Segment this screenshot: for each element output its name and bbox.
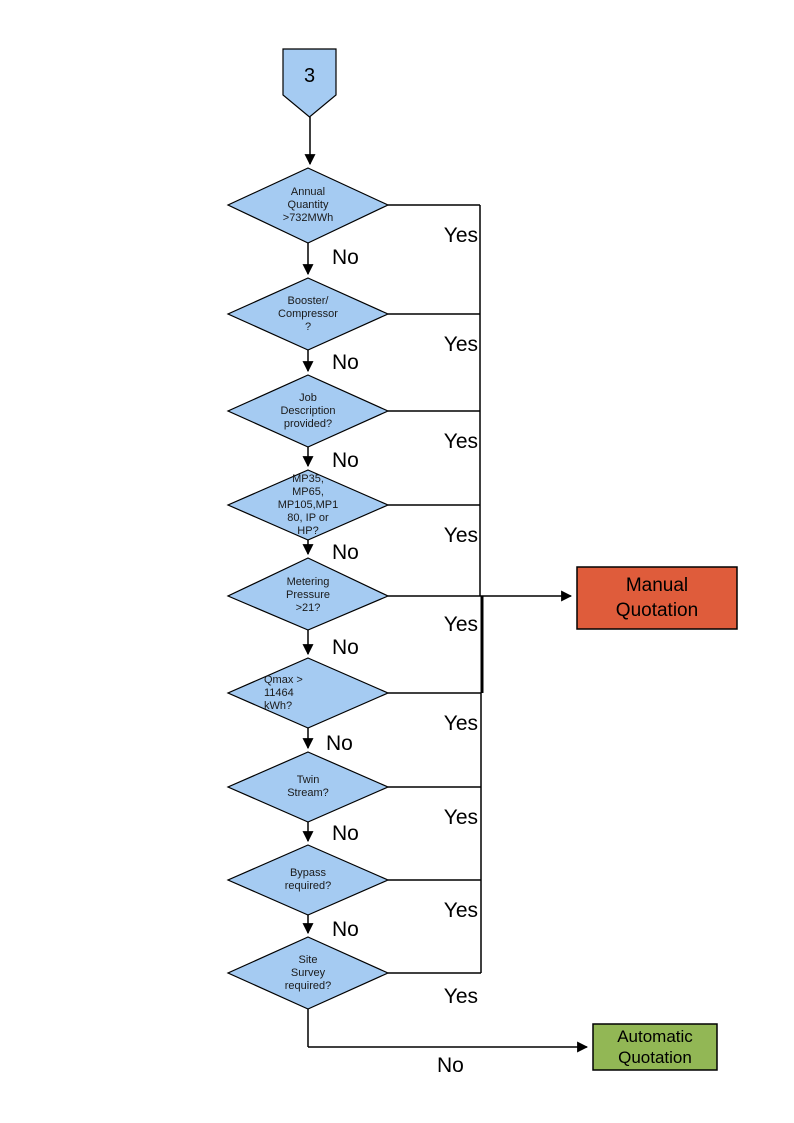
decision-twin-stream-label: Twin Stream? — [287, 774, 329, 799]
decision-qmax-label: Qmax > 11464 kWh? — [264, 674, 303, 712]
decision-metering-pressure — [226, 557, 390, 631]
decision-site-survey-label: Site Survey required? — [284, 954, 332, 992]
offpage-connector-label: 3 — [303, 65, 316, 87]
decision-annual-quantity — [226, 167, 390, 244]
no-label-site: No — [437, 1054, 464, 1077]
yes-label-job: Yes — [443, 430, 478, 453]
outcome-automatic-quotation-box — [592, 1023, 718, 1071]
decision-site-survey — [226, 936, 390, 1010]
outcome-automatic-quotation-label: Automatic Quotation — [617, 1027, 693, 1067]
yes-label-twin: Yes — [443, 806, 478, 829]
yes-label-site: Yes — [443, 985, 478, 1008]
decision-booster-compressor-label: Booster/ Compressor ? — [278, 295, 338, 333]
outcome-manual-quotation-label: Manual Quotation — [615, 575, 699, 621]
no-label-pressure-tier: No — [332, 541, 359, 564]
no-label-twin: No — [332, 822, 359, 845]
decision-job-description-label: Job Description provided? — [280, 392, 336, 430]
yes-label-qmax: Yes — [443, 712, 478, 735]
decision-booster-compressor — [226, 277, 390, 351]
connector-lines — [302, 117, 589, 1053]
decision-twin-stream — [226, 751, 390, 823]
decision-job-description — [226, 374, 390, 448]
no-label-bypass: No — [332, 918, 359, 941]
no-label-qmax: No — [326, 732, 353, 755]
outcome-manual-quotation-box — [576, 566, 738, 630]
no-label-annual: No — [332, 246, 359, 269]
yes-label-booster: Yes — [443, 333, 478, 356]
yes-label-pressure-tier: Yes — [443, 524, 478, 547]
yes-label-bypass: Yes — [443, 899, 478, 922]
decision-qmax — [226, 657, 390, 729]
offpage-connector-shape — [282, 48, 337, 118]
no-label-booster: No — [332, 351, 359, 374]
yes-label-metering: Yes — [443, 613, 478, 636]
decision-pressure-tier-label: MP35, MP65, MP105,MP1 80, IP or HP? — [277, 473, 339, 537]
no-label-job: No — [332, 449, 359, 472]
yes-label-annual: Yes — [443, 224, 478, 247]
decision-pressure-tier — [226, 469, 390, 541]
decision-bypass-label: Bypass required? — [284, 867, 332, 892]
decision-bypass — [226, 844, 390, 916]
no-label-metering: No — [332, 636, 359, 659]
decision-metering-pressure-label: Metering Pressure >21? — [285, 576, 331, 614]
decision-annual-quantity-label: Annual Quantity >732MWh — [282, 186, 334, 224]
